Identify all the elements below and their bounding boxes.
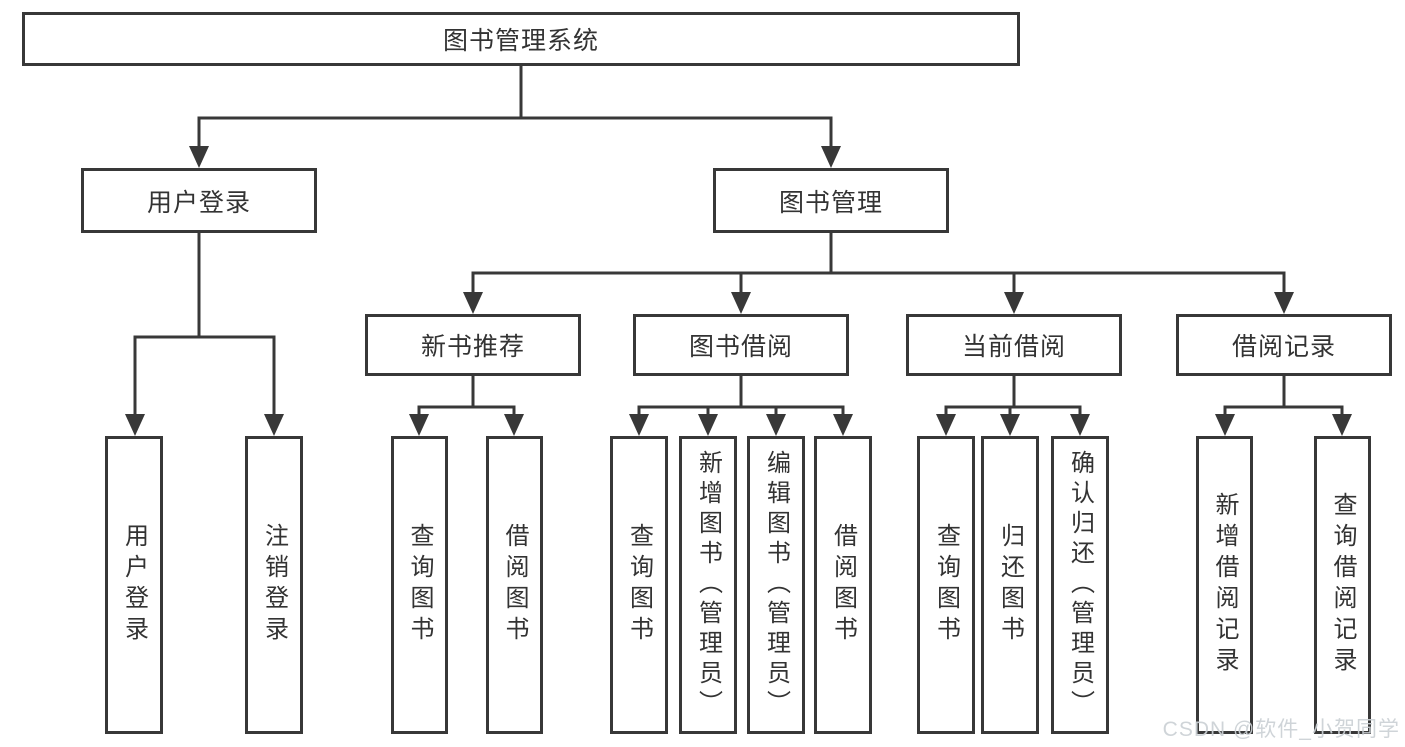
connector-root-to-level2 xyxy=(197,64,833,150)
arrowhead-book-management xyxy=(821,146,841,168)
arrowhead-leaf-logout xyxy=(264,414,284,436)
node-book-borrowing: 图书借阅 xyxy=(633,314,849,376)
arrowhead-br-query-record xyxy=(1332,414,1352,436)
node-user-login: 用户登录 xyxy=(81,168,317,233)
leaf-bb-query-books: 查询图书 xyxy=(610,436,668,734)
arrowhead-leaf-user-login xyxy=(125,414,145,436)
arrowhead-user-login xyxy=(189,146,209,168)
node-book-management: 图书管理 xyxy=(713,168,949,233)
node-current-borrowing: 当前借阅 xyxy=(906,314,1122,376)
arrowhead-cb-return-books xyxy=(1000,414,1020,436)
leaf-cb-query-books: 查询图书 xyxy=(917,436,975,734)
leaf-cb-confirm-return-admin: 确认归还（管理员） xyxy=(1051,436,1109,734)
node-root-book-management-system: 图书管理系统 xyxy=(22,12,1020,66)
arrowhead-bb-edit-books xyxy=(766,414,786,436)
connector-book-borrowing-to-leaves xyxy=(637,374,845,418)
node-borrowing-records: 借阅记录 xyxy=(1176,314,1392,376)
arrowhead-borrowing-records xyxy=(1274,292,1294,314)
connector-book-management-to-level3 xyxy=(471,231,1286,296)
leaf-cb-return-books: 归还图书 xyxy=(981,436,1039,734)
arrowhead-nbr-query-books xyxy=(409,414,429,436)
leaf-br-query-record: 查询借阅记录 xyxy=(1314,436,1371,734)
arrowhead-br-add-record xyxy=(1215,414,1235,436)
arrowhead-bb-borrow-books xyxy=(833,414,853,436)
leaf-user-login: 用户登录 xyxy=(105,436,163,734)
csdn-watermark: CSDN @软件_小贺同学 xyxy=(1162,718,1400,741)
connector-current-borrowing-to-leaves xyxy=(944,374,1082,418)
connector-borrowing-records-to-leaves xyxy=(1223,374,1344,418)
leaf-nbr-query-books: 查询图书 xyxy=(391,436,448,734)
leaf-br-add-record: 新增借阅记录 xyxy=(1196,436,1253,734)
arrowhead-new-book-recommend xyxy=(463,292,483,314)
leaf-bb-add-books-admin: 新增图书（管理员） xyxy=(679,436,737,734)
arrowhead-cb-confirm-return xyxy=(1070,414,1090,436)
connector-new-book-recommend-to-leaves xyxy=(417,374,516,418)
arrowhead-bb-query-books xyxy=(629,414,649,436)
connector-user-login-to-leaves xyxy=(133,231,276,418)
arrowhead-book-borrowing xyxy=(731,292,751,314)
leaf-bb-borrow-books: 借阅图书 xyxy=(814,436,872,734)
arrowhead-current-borrowing xyxy=(1004,292,1024,314)
leaf-logout: 注销登录 xyxy=(245,436,303,734)
node-new-book-recommend: 新书推荐 xyxy=(365,314,581,376)
arrowhead-nbr-borrow-books xyxy=(504,414,524,436)
arrowhead-bb-add-books xyxy=(698,414,718,436)
arrowhead-cb-query-books xyxy=(936,414,956,436)
leaf-bb-edit-books-admin: 编辑图书（管理员） xyxy=(747,436,805,734)
leaf-nbr-borrow-books: 借阅图书 xyxy=(486,436,543,734)
